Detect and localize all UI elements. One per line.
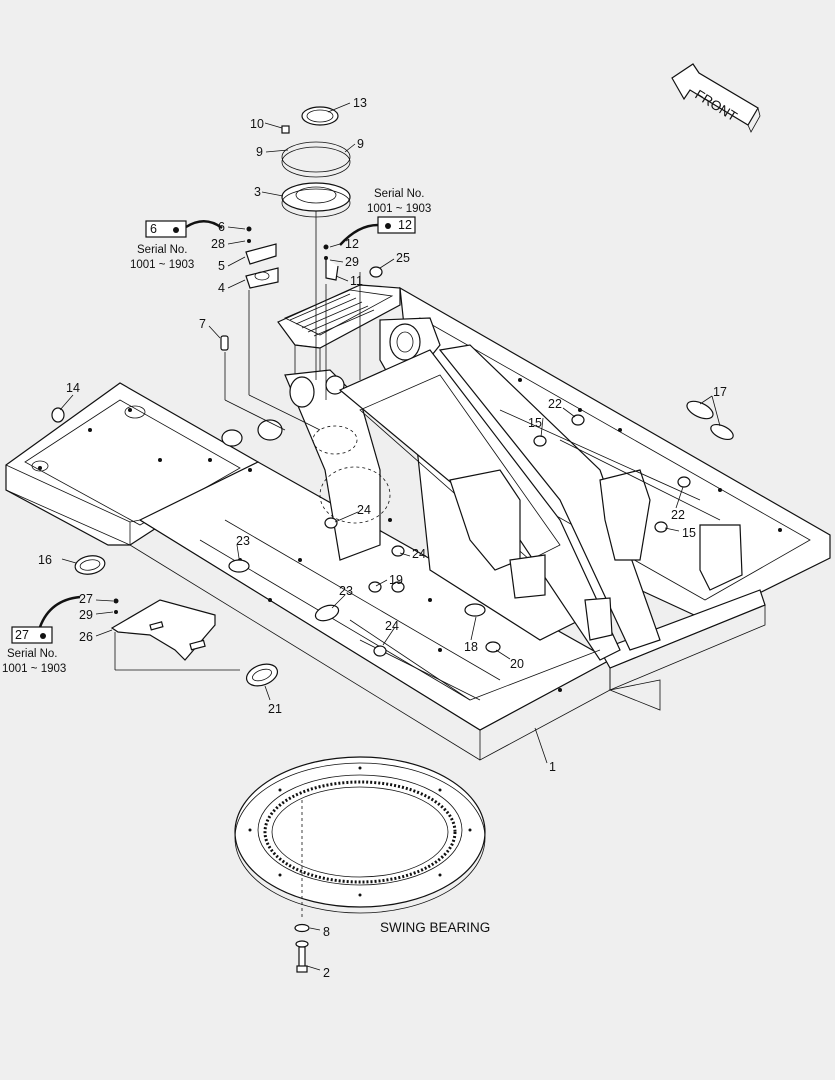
- serial-left-upper-part: 6: [150, 222, 157, 236]
- callout-28: 28: [211, 237, 225, 251]
- callout-4: 4: [218, 281, 225, 295]
- callout-22-top: 22: [548, 397, 562, 411]
- callout-9-left: 9: [256, 145, 263, 159]
- callout-5: 5: [218, 259, 225, 273]
- bolt-assembly: [294, 923, 310, 973]
- callout-21: 21: [268, 702, 282, 716]
- callout-2: 2: [323, 966, 330, 980]
- callout-26: 26: [79, 630, 93, 644]
- callout-12: 12: [345, 237, 359, 251]
- callout-19: 19: [389, 573, 403, 587]
- callout-23-a: 23: [236, 534, 250, 548]
- callout-6: 6: [218, 220, 225, 234]
- serial-note-left-lower: 27 Serial No. 1001 ~ 1903: [2, 595, 81, 675]
- callout-3: 3: [254, 185, 261, 199]
- callout-25: 25: [396, 251, 410, 265]
- callout-24-b: 24: [412, 547, 426, 561]
- callout-13: 13: [353, 96, 367, 110]
- callout-29-top: 29: [345, 255, 359, 269]
- callout-16: 16: [38, 553, 52, 567]
- callout-27: 27: [79, 592, 93, 606]
- leader-lines: [59, 102, 721, 971]
- serial-left-lower-part: 27: [15, 628, 29, 642]
- serial-left-lower-line2: 1001 ~ 1903: [2, 663, 66, 675]
- callout-7: 7: [199, 317, 206, 331]
- callout-22-right: 22: [671, 508, 685, 522]
- callout-23-b: 23: [339, 584, 353, 598]
- top-assembly: [224, 106, 361, 431]
- frame-parts: [51, 266, 734, 687]
- callout-29-left: 29: [79, 608, 93, 622]
- callout-15-top: 15: [528, 416, 542, 430]
- callout-9-right: 9: [357, 137, 364, 151]
- front-arrow: FRONT: [671, 63, 761, 133]
- callout-10: 10: [250, 117, 264, 131]
- swing-bearing-label: SWING BEARING: [380, 920, 490, 935]
- callout-24-a: 24: [357, 503, 371, 517]
- callout-17: 17: [713, 385, 727, 399]
- swing-bearing: SWING BEARING: [234, 756, 490, 935]
- serial-left-lower-line1: Serial No.: [7, 648, 58, 660]
- serial-note-left-upper: 6 Serial No. 1001 ~ 1903: [130, 220, 223, 271]
- callout-14: 14: [66, 381, 80, 395]
- callouts: 13 10 9 9 3 6 28 5 4 7 12 29 11 25 14 17…: [38, 96, 727, 980]
- upper-frame: [5, 284, 831, 761]
- callout-11: 11: [350, 274, 363, 288]
- callout-15-right: 15: [682, 526, 696, 540]
- callout-18: 18: [464, 640, 478, 654]
- callout-20: 20: [510, 657, 524, 671]
- serial-note-top-right: Serial No. 1001 ~ 1903 12: [339, 188, 431, 246]
- serial-top-right-line2: 1001 ~ 1903: [367, 203, 431, 215]
- callout-1: 1: [549, 760, 556, 774]
- serial-top-right-part: 12: [398, 218, 412, 232]
- bracket-26: [110, 598, 240, 671]
- serial-top-right-line1: Serial No.: [374, 188, 425, 200]
- callout-24-c: 24: [385, 619, 399, 633]
- serial-left-upper-line2: 1001 ~ 1903: [130, 259, 194, 271]
- serial-left-upper-line1: Serial No.: [137, 244, 188, 256]
- callout-8: 8: [323, 925, 330, 939]
